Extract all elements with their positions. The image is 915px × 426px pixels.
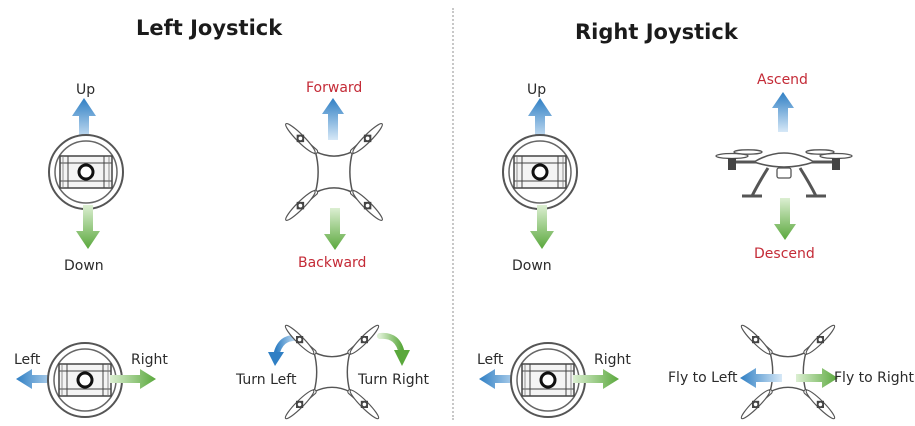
label-turn-left: Turn Left [236,372,297,388]
arrow-up-icon [72,98,96,142]
joystick-icon [500,132,580,212]
arrow-forward-icon [322,98,344,140]
label-up-left: Up [76,82,96,98]
label-down-right: Down [512,258,552,274]
label-right-right: Right [594,352,631,368]
label-forward: Forward [306,80,363,96]
label-fly-to-left: Fly to Left [668,370,738,386]
arrow-down-icon [76,205,100,249]
label-left-left: Left [14,352,41,368]
label-turn-right: Turn Right [358,372,429,388]
arrow-left-icon [479,369,525,389]
label-descend: Descend [754,246,815,262]
label-left-right: Left [477,352,504,368]
joystick-icon [46,132,126,212]
arrow-left-icon [16,369,62,389]
label-right-left: Right [131,352,168,368]
curved-arrow-right-icon [377,332,410,366]
arrow-up-icon [528,98,552,142]
label-up-right: Up [527,82,547,98]
label-backward: Backward [298,255,367,271]
arrow-descend-icon [774,198,796,240]
arrow-backward-icon [324,208,346,250]
arrow-fly-left-icon [740,368,782,388]
arrow-fly-right-icon [796,368,838,388]
label-down-left: Down [64,258,104,274]
arrow-right-icon [110,369,156,389]
arrow-down-icon [530,205,554,249]
arrow-right-icon [573,369,619,389]
arrow-ascend-icon [772,92,794,132]
right-joystick-title: Right Joystick [575,20,738,44]
section-divider [452,8,454,420]
left-joystick-title: Left Joystick [136,16,283,40]
label-fly-to-right: Fly to Right [834,370,915,386]
label-ascend: Ascend [757,72,808,88]
drone-side-icon [714,126,854,206]
